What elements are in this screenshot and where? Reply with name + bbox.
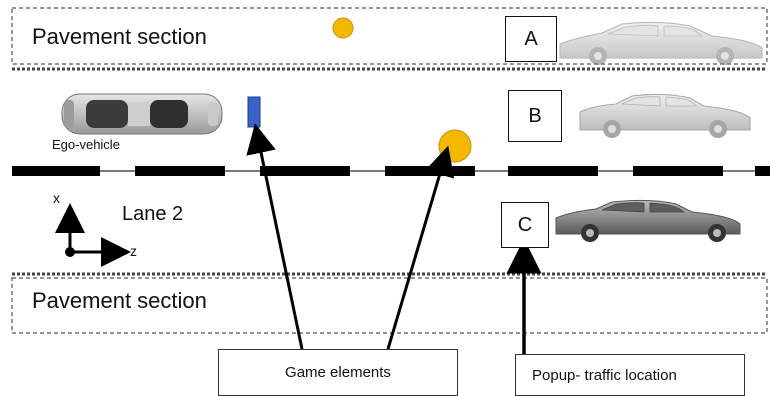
- ego-vehicle-label: Ego-vehicle: [52, 137, 120, 152]
- popup-traffic-callout-text: Popup- traffic location: [532, 366, 677, 384]
- popup-car-b-icon: [579, 93, 751, 138]
- coin-icon: [438, 129, 472, 163]
- popup-position-a: A: [505, 16, 557, 62]
- lane-2-label: Lane 2: [122, 203, 184, 225]
- z-axis-label: z: [130, 243, 137, 259]
- top-pavement-label: Pavement section: [32, 24, 207, 49]
- popup-car-c-icon: [555, 199, 741, 242]
- block-icon: [247, 96, 261, 128]
- popup-traffic-callout: Popup- traffic location: [515, 354, 745, 396]
- game-elements-callout-text: Game elements: [285, 364, 391, 381]
- coin-icon: [332, 17, 354, 39]
- game-elements-callout: Game elements: [218, 349, 458, 396]
- popup-position-c: C: [501, 202, 549, 248]
- center-lane-marking: [12, 166, 770, 176]
- popup-position-b: B: [508, 90, 562, 142]
- bottom-pavement-label: Pavement section: [32, 288, 207, 313]
- x-axis-label: x: [53, 190, 60, 206]
- arrow-to-block: [246, 123, 304, 350]
- arrow-to-coin: [386, 145, 455, 350]
- axis-icon: [55, 203, 131, 267]
- ego-vehicle-car-icon: [61, 93, 223, 135]
- bottom-pavement-border: [11, 277, 768, 334]
- popup-car-a-icon: [559, 21, 763, 65]
